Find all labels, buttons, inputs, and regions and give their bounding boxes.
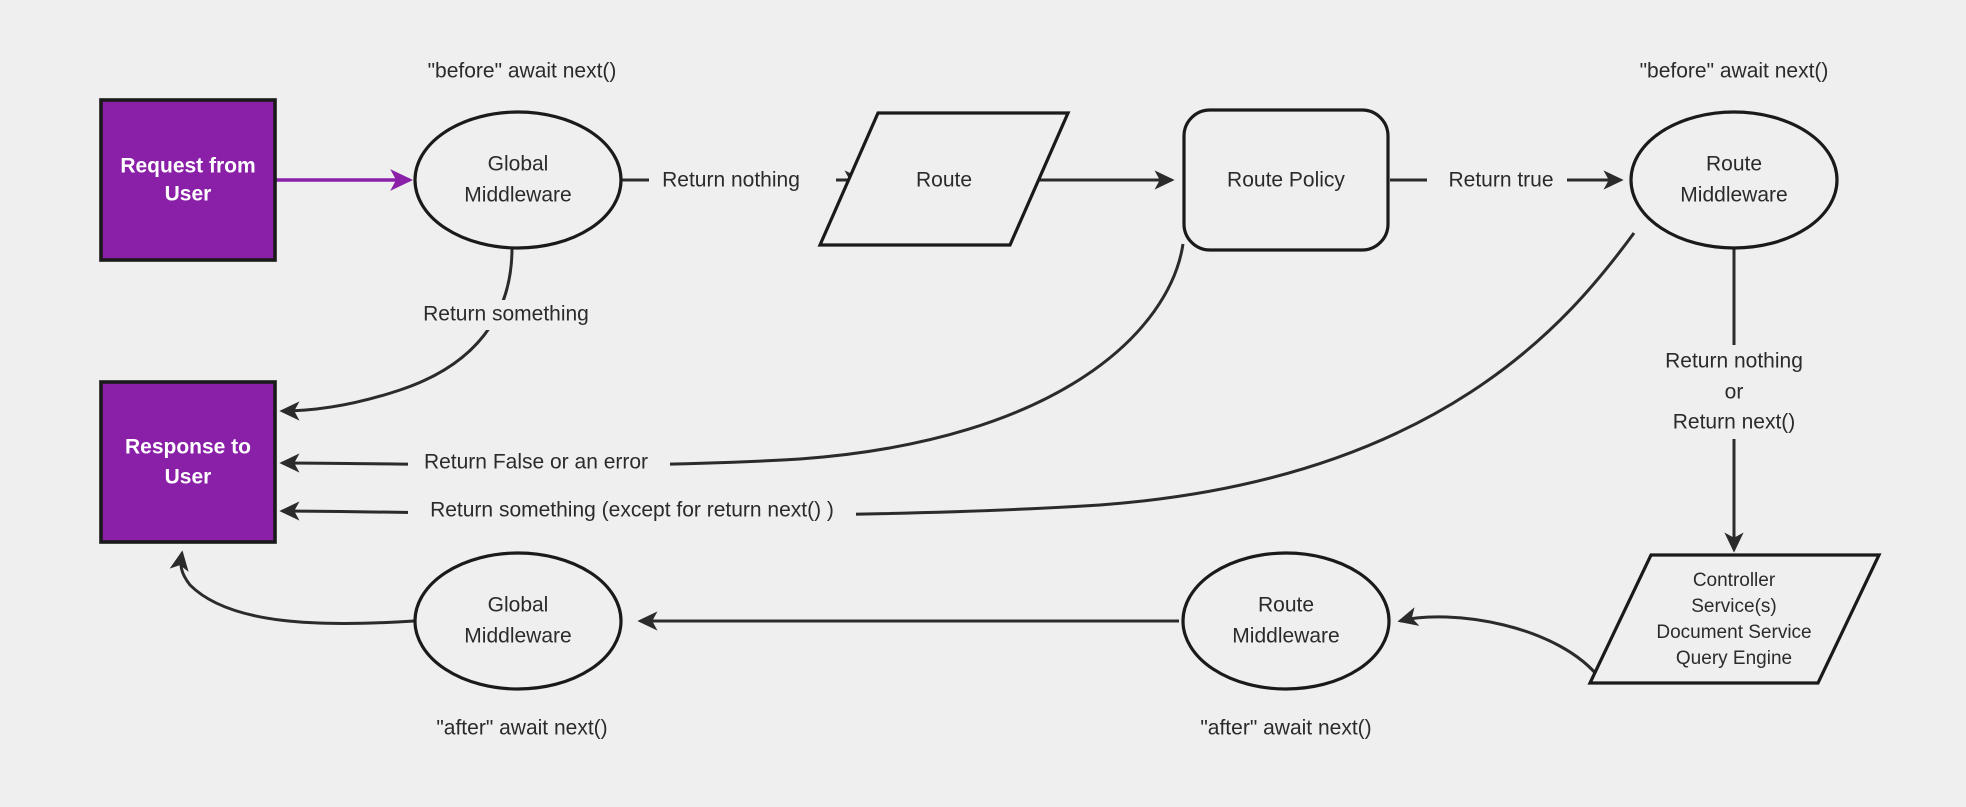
- controller-services-label-line1: Controller: [1693, 570, 1776, 591]
- node-route-middleware-top[interactable]: Route Middleware: [1629, 110, 1839, 250]
- edge-label-return-something: Return something: [408, 300, 600, 330]
- request-from-user-label-line1: Request from: [120, 155, 255, 178]
- node-route-policy[interactable]: Route Policy: [1182, 108, 1390, 252]
- edge-label-return-false-or-error-text: Return False or an error: [424, 451, 648, 474]
- edge-label-return-true: Return true: [1427, 166, 1567, 194]
- node-controller-services[interactable]: Controller Service(s) Document Service Q…: [1587, 553, 1882, 685]
- edge-controller-to-route-middleware-bottom: [1397, 607, 1603, 681]
- edge-label-return-something-except-text: Return something (except for return next…: [430, 499, 834, 522]
- edge-label-return-something-except: Return something (except for return next…: [408, 496, 856, 526]
- node-global-middleware-bottom[interactable]: Global Middleware: [413, 551, 623, 691]
- edge-label-return-nothing-or-next-line1: Return nothing: [1665, 350, 1803, 373]
- edge-route-policy-return-false: [279, 243, 1185, 473]
- response-to-user-label-line2: User: [165, 466, 212, 489]
- edge-label-return-nothing-or-next: Return nothing or Return next(): [1630, 345, 1838, 439]
- edge-label-return-nothing-or-next-line3: Return next(): [1673, 411, 1796, 434]
- edge-label-return-nothing-or-next-line2: or: [1725, 381, 1744, 404]
- edge-global-middleware-bottom-to-response: [169, 550, 415, 626]
- edge-label-return-nothing-text: Return nothing: [662, 169, 800, 192]
- route-middleware-bottom-label-line1: Route: [1258, 594, 1314, 617]
- annotation-before-global-middleware: "before" await next(): [428, 60, 617, 83]
- global-middleware-bottom-label-line1: Global: [488, 594, 549, 617]
- route-middleware-bottom-label-line2: Middleware: [1232, 625, 1339, 648]
- node-response-to-user[interactable]: Response to User: [99, 380, 277, 544]
- controller-services-label-line4: Query Engine: [1676, 648, 1792, 669]
- edge-label-return-true-text: Return true: [1448, 169, 1553, 192]
- global-middleware-top-label-line1: Global: [488, 153, 549, 176]
- annotation-before-route-middleware: "before" await next(): [1640, 60, 1829, 83]
- route-policy-label: Route Policy: [1227, 169, 1345, 192]
- global-middleware-bottom-label-line2: Middleware: [464, 625, 571, 648]
- route-label: Route: [916, 169, 972, 192]
- response-to-user-label-line1: Response to: [125, 436, 251, 459]
- node-global-middleware-top[interactable]: Global Middleware: [413, 110, 623, 250]
- edge-global-middleware-return-something: [279, 247, 514, 421]
- global-middleware-top-label-line2: Middleware: [464, 184, 571, 207]
- edge-label-return-something-text: Return something: [423, 303, 589, 326]
- annotation-after-route-middleware: "after" await next(): [1200, 717, 1371, 740]
- route-middleware-top-label-line2: Middleware: [1680, 184, 1787, 207]
- controller-services-label-line2: Service(s): [1691, 596, 1777, 617]
- node-route-middleware-bottom[interactable]: Route Middleware: [1181, 551, 1391, 691]
- edge-label-return-nothing: Return nothing: [649, 166, 836, 194]
- route-middleware-top-label-line1: Route: [1706, 153, 1762, 176]
- node-route[interactable]: Route: [817, 111, 1071, 247]
- annotation-after-global-middleware: "after" await next(): [436, 717, 607, 740]
- edge-label-return-false-or-error: Return False or an error: [408, 448, 670, 478]
- controller-services-label-line3: Document Service: [1656, 622, 1811, 643]
- node-request-from-user[interactable]: Request from User: [99, 98, 277, 262]
- request-from-user-label-line2: User: [165, 183, 212, 206]
